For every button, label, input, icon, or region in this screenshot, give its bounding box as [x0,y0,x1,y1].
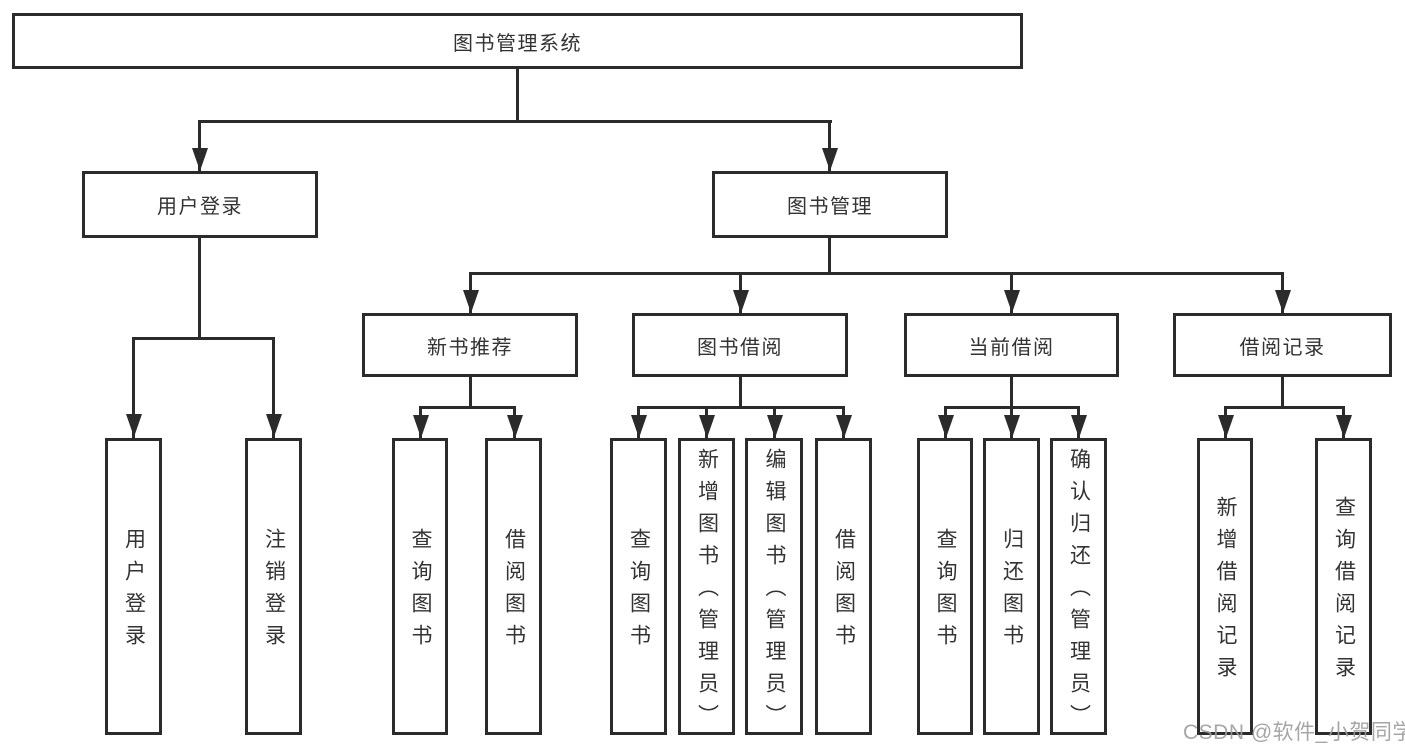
node-current-borrow: 当前借阅 [904,313,1119,377]
node-book-borrow-label: 图书借阅 [697,336,783,359]
arrow-down-icon [1004,290,1020,313]
arrow-down-icon [1336,415,1352,438]
connector-line [419,406,516,409]
arrow-down-icon [836,415,852,438]
leaf-user-login: 用户登录 [105,438,162,735]
node-new-book-rec: 新书推荐 [362,313,578,377]
node-borrow-record-label: 借阅记录 [1239,336,1326,359]
connector-line [739,377,742,408]
leaf-query-book-borrow-label: 查询图书 [627,528,651,656]
connector-line [469,272,1284,275]
connector-line [132,337,135,438]
connector-line [1224,406,1345,409]
leaf-add-borrow-record: 新增借阅记录 [1197,438,1253,735]
connector-line [198,238,201,338]
node-borrow-record: 借阅记录 [1173,313,1392,377]
connector-line [828,238,831,275]
leaf-query-book-rec: 查询图书 [392,438,448,735]
arrow-down-icon [1071,415,1087,438]
arrow-down-icon [192,148,208,171]
leaf-return-book: 归还图书 [983,438,1040,735]
node-user-login: 用户登录 [82,171,318,238]
leaf-query-book-borrow: 查询图书 [610,438,667,735]
leaf-query-book-current-label: 查询图书 [934,528,957,656]
watermark: CSDN @软件_小贺同学 [1183,721,1405,744]
connector-line [1010,377,1013,408]
arrow-down-icon [1004,415,1020,438]
leaf-add-book-label: 新增图书（管理员） [695,448,719,736]
connector-line [198,120,201,172]
arrow-down-icon [822,148,838,171]
leaf-logout: 注销登录 [245,438,302,735]
connector-line [272,337,275,438]
leaf-add-borrow-record-label: 新增借阅记录 [1214,496,1237,688]
node-root-label: 图书管理系统 [453,32,582,55]
node-user-login-label: 用户登录 [157,196,243,218]
arrow-down-icon [767,415,783,438]
leaf-query-book-rec-label: 查询图书 [409,528,432,656]
node-root: 图书管理系统 [12,13,1023,69]
leaf-confirm-return: 确认归还（管理员） [1050,438,1107,736]
leaf-user-login-label: 用户登录 [122,528,146,656]
arrow-down-icon [631,415,647,438]
leaf-add-book: 新增图书（管理员） [678,438,735,736]
connector-line [637,406,844,409]
connector-line [516,69,519,123]
node-current-borrow-label: 当前借阅 [968,336,1055,359]
arrow-down-icon [1275,290,1291,313]
connector-line [1281,377,1284,408]
leaf-edit-book-label: 编辑图书（管理员） [763,448,786,736]
leaf-query-book-current: 查询图书 [917,438,973,735]
leaf-borrow-book-borrow: 借阅图书 [815,438,872,735]
leaf-borrow-book-borrow-label: 借阅图书 [832,528,856,656]
leaf-borrow-book-rec-label: 借阅图书 [502,528,526,656]
leaf-logout-label: 注销登录 [262,528,286,656]
arrow-down-icon [507,415,523,438]
arrow-down-icon [699,415,715,438]
connector-line [132,337,275,340]
arrow-down-icon [1218,415,1234,438]
arrow-down-icon [733,290,749,313]
arrow-down-icon [413,415,429,438]
connector-line [469,377,472,408]
arrow-down-icon [463,290,479,313]
leaf-query-borrow-record: 查询借阅记录 [1315,438,1372,735]
arrow-down-icon [266,414,282,437]
node-book-borrow: 图书借阅 [632,313,848,377]
leaf-confirm-return-label: 确认归还（管理员） [1067,448,1091,736]
node-book-mgmt-label: 图书管理 [787,196,873,218]
arrow-down-icon [938,415,954,438]
connector-line [828,120,831,172]
node-new-book-rec-label: 新书推荐 [427,336,513,359]
leaf-query-borrow-record-label: 查询借阅记录 [1332,496,1356,688]
leaf-edit-book: 编辑图书（管理员） [745,438,803,736]
connector-line [198,120,832,123]
arrow-down-icon [126,414,142,437]
leaf-borrow-book-rec: 借阅图书 [485,438,542,735]
leaf-return-book-label: 归还图书 [1000,528,1024,656]
node-book-mgmt: 图书管理 [712,171,948,238]
